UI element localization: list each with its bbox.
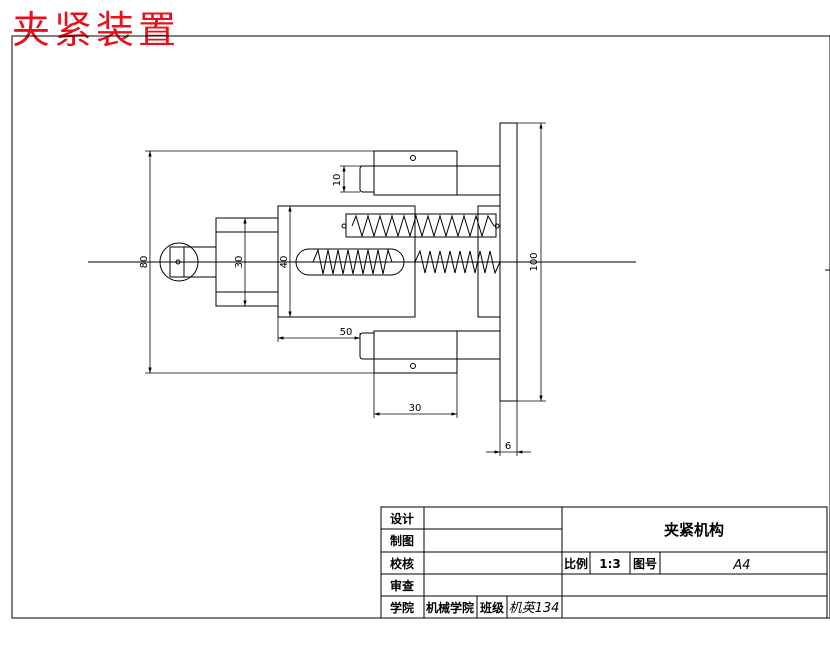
inner-spring <box>312 248 393 275</box>
knob-center <box>175 259 181 265</box>
dim-30-bottom: 30 <box>409 403 422 414</box>
class-label: 班级 <box>480 600 504 615</box>
scale-value: 1:3 <box>599 557 621 571</box>
dim-100: 100 <box>529 252 540 271</box>
mechanism <box>159 122 518 402</box>
dim-80: 80 <box>139 256 150 269</box>
knob-circle <box>159 242 199 282</box>
sheet-label: 图号 <box>633 556 657 571</box>
base-plate <box>499 122 518 402</box>
drawing-title: 夹紧机构 <box>664 521 724 539</box>
label-check: 校核 <box>390 556 414 571</box>
sheet-value: A4 <box>732 558 750 573</box>
dim-50: 50 <box>340 327 353 338</box>
knob-square <box>169 246 185 278</box>
upper-spring <box>351 214 495 238</box>
slot <box>295 248 405 276</box>
dim-40: 40 <box>279 256 290 269</box>
school-value: 机械学院 <box>426 600 474 615</box>
title-block <box>380 506 828 619</box>
dim-30-left: 30 <box>234 256 245 269</box>
label-design: 设计 <box>390 511 414 526</box>
page-title: 夹紧装置 <box>12 8 181 52</box>
upper-jaw <box>373 150 458 196</box>
scale-label: 比例 <box>564 556 588 571</box>
lower-spring <box>414 249 501 275</box>
dim-6: 6 <box>505 441 511 452</box>
dimensions <box>145 122 546 456</box>
lower-jaw <box>373 330 458 374</box>
label-school: 学院 <box>390 600 414 615</box>
class-value: 机英134 <box>509 601 560 616</box>
label-drawing: 制图 <box>390 533 414 548</box>
label-review: 审查 <box>390 578 415 593</box>
dim-10: 10 <box>332 174 343 187</box>
